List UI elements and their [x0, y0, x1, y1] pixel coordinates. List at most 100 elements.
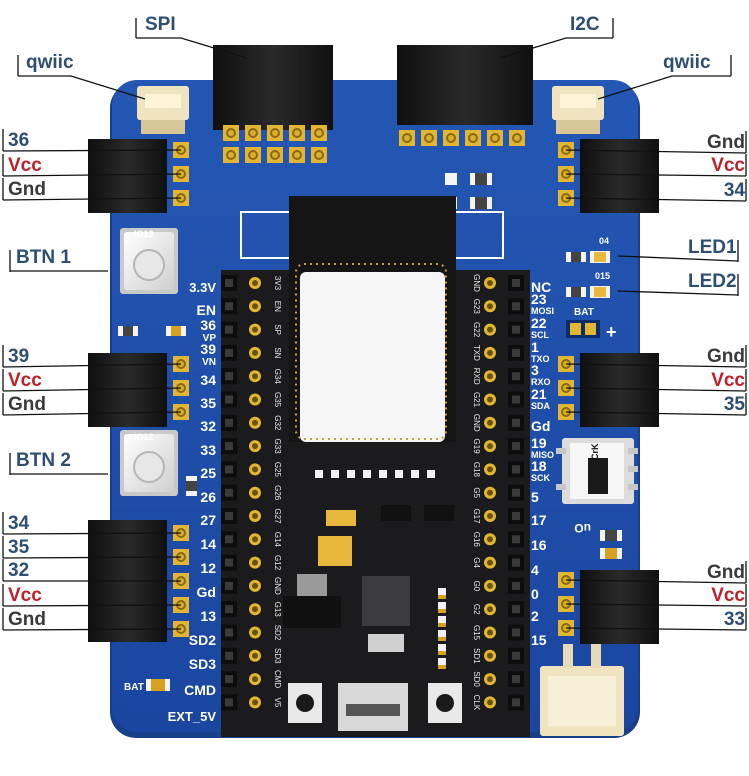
i2c-pin	[465, 130, 481, 146]
btn2-label: BTN 2	[16, 450, 71, 471]
left-header-callout: Gnd	[8, 609, 46, 630]
spi-pin	[245, 147, 261, 163]
module-left-pin-label: CMD	[273, 670, 282, 688]
module-led-dot	[363, 470, 371, 478]
module-pin	[221, 344, 237, 361]
right-pin-silk: 23	[531, 291, 547, 307]
right-pin-silk: 15	[531, 632, 547, 648]
module-pin	[249, 579, 261, 592]
right-pin-silk: 18	[531, 458, 547, 474]
module-pin	[484, 346, 496, 359]
module-led-dot	[379, 470, 387, 478]
button-1-label: IO13	[134, 229, 154, 239]
module-pin	[508, 624, 524, 641]
left-pin-silk: 3.3V	[189, 280, 216, 295]
module-pin	[484, 416, 496, 429]
module-pin	[249, 533, 261, 546]
module-pin	[221, 601, 237, 618]
module-pin	[508, 601, 524, 618]
module-pin	[484, 440, 496, 453]
module-right-pin-label: GND	[472, 274, 481, 292]
module-pin	[249, 393, 261, 406]
module-smd	[438, 588, 446, 595]
module-pin	[249, 300, 261, 313]
left-pin-silk: Gd	[197, 584, 216, 600]
left-pin-silk: 35	[200, 395, 216, 411]
module-right-pin-label: G4	[472, 557, 481, 568]
module-smd	[438, 616, 446, 623]
right-pin-silk: Gd	[531, 418, 550, 434]
module-left-pin-label: G25	[273, 462, 282, 478]
module-left-pin-label: G14	[273, 532, 282, 548]
right-pin-silk-sub: RXO	[531, 377, 551, 387]
spi-pin	[267, 147, 283, 163]
module-right-pin-label: GND	[472, 414, 481, 432]
module-smd-cap	[438, 637, 446, 641]
module-pin	[484, 486, 496, 499]
module-left-pin-label: G12	[273, 555, 282, 571]
module-pin	[249, 277, 261, 289]
module-pin	[508, 438, 524, 455]
module-left-pin-label: SD2	[273, 625, 282, 641]
module-pin	[484, 603, 496, 616]
module-pin	[249, 440, 261, 453]
module-pin	[221, 531, 237, 548]
module-pin	[221, 414, 237, 431]
left-pin-silk: 33	[200, 442, 216, 458]
module-right-pin-label: G0	[472, 581, 481, 592]
right-header-callout: 33	[724, 609, 745, 630]
right-header-callout: Vcc	[711, 370, 745, 391]
module-right-pin-label: G22	[472, 322, 481, 338]
right-pin-silk-sub: SCK	[531, 473, 551, 483]
left-pin-silk: 39	[200, 341, 216, 357]
right-pin-silk: 21	[531, 386, 547, 402]
module-pin	[484, 579, 496, 592]
left-pin-silk: 25	[200, 465, 216, 481]
spi-pin	[223, 147, 239, 163]
module-right-pin-label: G15	[472, 625, 481, 641]
left-header-callout: Gnd	[8, 394, 46, 415]
right-header-callout: Vcc	[711, 585, 745, 606]
module-right-pin-label: SD1	[472, 648, 481, 664]
left-header-callout: Vcc	[8, 370, 42, 391]
esp32-module	[221, 196, 530, 737]
module-led-dot	[411, 470, 419, 478]
module-pin	[508, 531, 524, 548]
left-pin-silk: 26	[200, 489, 216, 505]
module-pin	[249, 649, 261, 662]
right-pin-silk: 1	[531, 339, 539, 355]
power-switch	[556, 438, 638, 504]
module-pin	[484, 696, 496, 709]
module-smd-cap	[438, 651, 446, 655]
module-pin	[249, 346, 261, 359]
module-smd	[438, 644, 446, 651]
battery-connector	[540, 644, 624, 736]
module-pin	[484, 626, 496, 639]
i2c-label: I2C	[570, 14, 600, 35]
module-pin	[508, 368, 524, 385]
module-left-pin-label: G35	[273, 392, 282, 408]
module-pin	[249, 673, 261, 686]
right-pin-silk: 5	[531, 489, 539, 505]
right-pin-silk-sub: MOSI	[531, 306, 554, 316]
spi-pin	[289, 125, 305, 141]
module-left-pin-label: SN	[273, 347, 282, 358]
right-pin-silk: 3	[531, 362, 539, 378]
led1-label: LED1	[688, 237, 737, 258]
right-pin-silk: 19	[531, 435, 547, 451]
i2c-pin	[509, 130, 525, 146]
module-pin	[221, 694, 237, 711]
module-left-pin-label: G32	[273, 415, 282, 431]
i2c-pin	[421, 130, 437, 146]
module-pin	[508, 461, 524, 478]
module-pin	[249, 626, 261, 639]
left-header-1	[88, 139, 167, 213]
left-pin-silk: SD3	[189, 656, 216, 672]
module-right-pin-label: G5	[472, 487, 481, 498]
module-right-pin-label: G18	[472, 462, 481, 478]
module-pin	[221, 321, 237, 338]
module-pin	[508, 671, 524, 688]
i2c-header	[397, 45, 533, 125]
left-pin-silk: EN	[197, 302, 216, 318]
module-pin	[221, 508, 237, 524]
